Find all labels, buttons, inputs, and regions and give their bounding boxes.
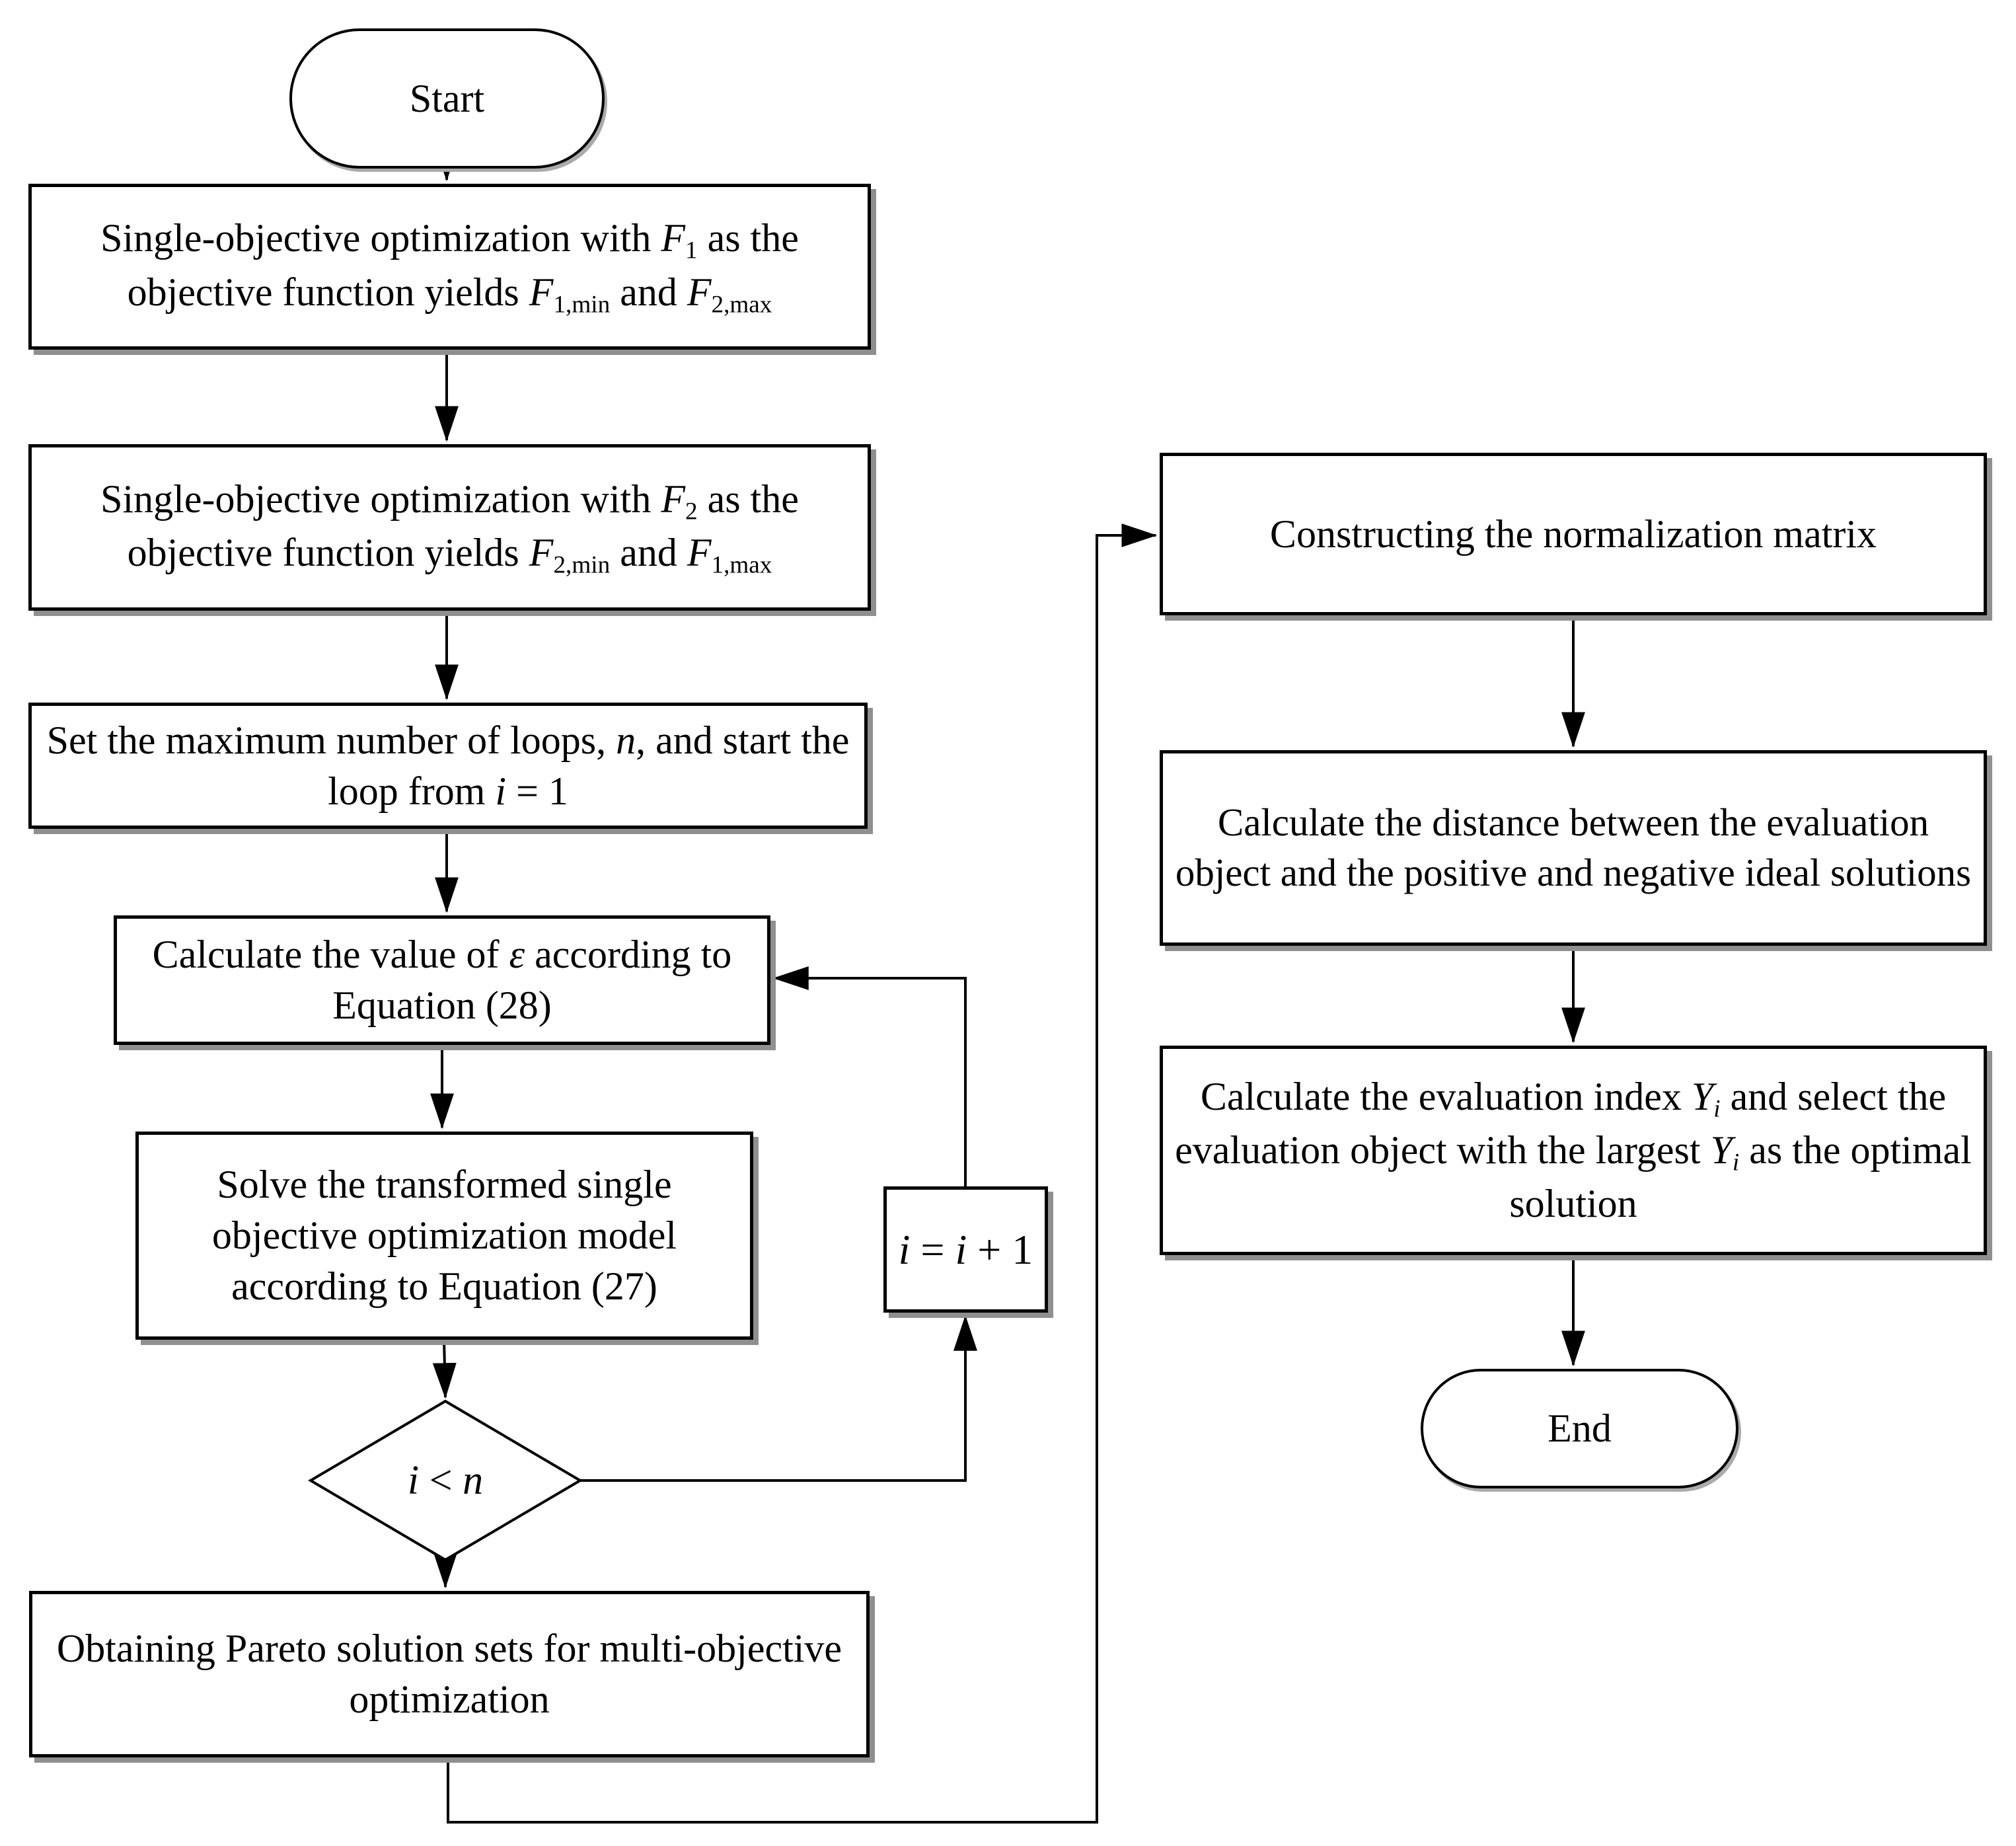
arrow-solve-to-decision: [432, 1339, 457, 1399]
process-pareto-solution-sets: Obtaining Pareto solution sets for multi…: [29, 1591, 870, 1757]
node-label: Obtaining Pareto solution sets for multi…: [56, 1627, 842, 1721]
process-distance-calculation: Calculate the distance between the evalu…: [1160, 750, 1987, 946]
decision-diamond-shape: [308, 1399, 583, 1562]
arrow-pareto-to-normalization: [447, 523, 1158, 1824]
node-label: Calculate the distance between the evalu…: [1175, 800, 1972, 894]
process-solve-model: Solve the transformed single objective o…: [135, 1132, 753, 1340]
node-label: Set the maximum number of loops, n, and …: [46, 718, 850, 813]
process-f1-optimization: Single-objective optimization with F1 as…: [28, 184, 871, 350]
node-label: End: [1548, 1406, 1612, 1451]
node-label: i = i + 1: [898, 1225, 1033, 1273]
node-label: Constructing the normalization matrix: [1269, 512, 1877, 556]
node-label: Calculate the value of ε according to Eq…: [152, 933, 732, 1027]
node-label: Single-objective optimization with F2 as…: [100, 477, 799, 579]
node-label: Solve the transformed single objective o…: [211, 1163, 677, 1308]
node-label: Start: [409, 76, 485, 120]
node-label: i < n: [407, 1457, 484, 1503]
process-increment-i: i = i + 1: [883, 1186, 1048, 1313]
process-evaluation-index: Calculate the evaluation index Yi and se…: [1160, 1046, 1987, 1255]
process-f2-optimization: Single-objective optimization with F2 as…: [28, 444, 871, 611]
start-terminator: Start: [289, 28, 605, 169]
node-label: Calculate the evaluation index Yi and se…: [1175, 1075, 1972, 1226]
end-terminator: End: [1421, 1369, 1738, 1488]
arrow-increment-to-epsilon: [772, 966, 967, 1186]
node-label: Single-objective optimization with F1 as…: [100, 216, 799, 318]
decision-loop-check-label: i < n: [311, 1401, 580, 1560]
process-normalization-matrix: Constructing the normalization matrix: [1160, 453, 1987, 615]
process-calc-epsilon: Calculate the value of ε according to Eq…: [114, 915, 770, 1045]
process-set-max-loops: Set the maximum number of loops, n, and …: [28, 703, 868, 829]
arrow-decision-to-increment: [580, 1315, 977, 1482]
